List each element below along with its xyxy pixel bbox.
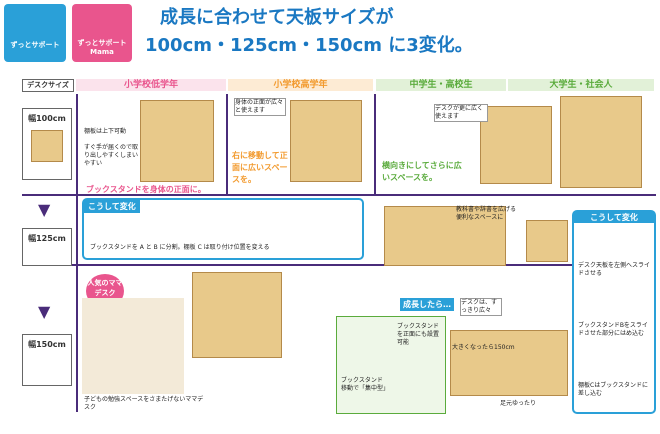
arrow-down-icon: ▼ xyxy=(38,200,51,219)
zutto-support-logo: ずっとサポート xyxy=(4,4,66,62)
green-box: ブックスタンドを正面にも設置可能 ブックスタンド移動で「集中型」 xyxy=(336,316,446,414)
size-150: 幅150cm xyxy=(22,334,72,386)
divider xyxy=(76,94,78,412)
stage-upper: 小学校高学年 xyxy=(228,79,373,91)
change-box: こうして変化 ブックスタンドを A と B に分割。棚板 C は取り付け位置を変… xyxy=(82,198,364,260)
change-label-right: こうして変化 xyxy=(574,212,654,223)
desk-150 xyxy=(450,330,568,396)
stage-lower: 小学校低学年 xyxy=(76,79,226,91)
logo-text: ずっとサポート xyxy=(10,41,60,49)
note-reach: すぐ手が届くので取り出しやすくしまいやすい xyxy=(84,144,139,167)
change-box-right: こうして変化 デスク天板を左側へスライドさせる ブックスタンドBをスライドさせた… xyxy=(572,210,656,414)
desk-middle xyxy=(480,106,552,184)
desk-125b xyxy=(526,220,568,262)
header-line1: 成長に合わせて天板サイズが xyxy=(160,7,394,28)
desk-mini xyxy=(31,130,63,162)
logo-mama-text: ずっとサポートMama xyxy=(77,39,127,56)
size-125-label: 幅125cm xyxy=(28,234,66,243)
size-100-label: 幅100cm xyxy=(28,114,66,123)
note-wide-desk: デスクが更に広く使えます xyxy=(434,104,488,122)
note-wide-front: 身体の正面が広々と使えます xyxy=(234,98,286,116)
note-kyoukasho: 教科書や辞書を広げる便利なスペースに xyxy=(456,206,517,221)
note-desk-clean: デスクは、すっきり広々 xyxy=(460,298,502,316)
header-line2: 100cm・125cm・150cm に3変化。 xyxy=(145,35,473,56)
desk-adult xyxy=(560,96,642,188)
size-100: 幅100cm xyxy=(22,108,72,180)
note-ashimoto: 足元ゆったり xyxy=(500,400,537,407)
note-r2: ブックスタンドBをスライドさせた部分にはめ込む xyxy=(578,322,648,337)
desk-125a xyxy=(384,206,506,266)
desk-size-label: デスクサイズ xyxy=(22,79,74,92)
note-bookstand-center: ブックスタンド移動で「集中型」 xyxy=(341,377,390,392)
photo-mama-desk xyxy=(82,298,184,394)
note-bookstand-front: ブックスタンドを正面にも設置可能 xyxy=(397,323,440,346)
note-r3: 棚板Cはブックスタンドに差し込む xyxy=(578,382,649,397)
note-mama-caption: 子どもの勉強スペースをさまたげないママデスク xyxy=(84,396,204,411)
divider xyxy=(22,264,656,266)
desk-upper xyxy=(290,100,362,182)
divider xyxy=(226,94,228,194)
note-split: ブックスタンドを A と B に分割。棚板 C は取り付け位置を変える xyxy=(90,244,270,251)
size-150-label: 幅150cm xyxy=(28,340,66,349)
arrow-down-icon: ▼ xyxy=(38,302,51,321)
change-label: こうして変化 xyxy=(84,200,140,213)
note-r1: デスク天板を左側へスライドさせる xyxy=(578,262,651,277)
seichou-label: 成長したら… xyxy=(400,298,454,311)
size-125: 幅125cm xyxy=(22,228,72,266)
note-move-right: 右に移動して正面に広いスペースを。 xyxy=(232,151,288,184)
divider xyxy=(374,94,376,194)
note-shelf: 棚板は上下可動 xyxy=(84,128,127,135)
note-wider: 大きくなったら150cm xyxy=(452,344,515,351)
desk-lower xyxy=(140,100,214,182)
stage-middle-high: 中学生・高校生 xyxy=(376,79,506,91)
note-book-front: ブックスタンドを身体の正面に。 xyxy=(86,185,206,194)
zutto-support-mama-logo: ずっとサポートMama xyxy=(72,4,132,62)
divider xyxy=(22,194,656,196)
desk-150-mama xyxy=(192,272,282,358)
stage-adult: 大学生・社会人 xyxy=(508,79,654,91)
note-horizontal: 横向きにしてさらに広いスペースを。 xyxy=(382,161,462,182)
